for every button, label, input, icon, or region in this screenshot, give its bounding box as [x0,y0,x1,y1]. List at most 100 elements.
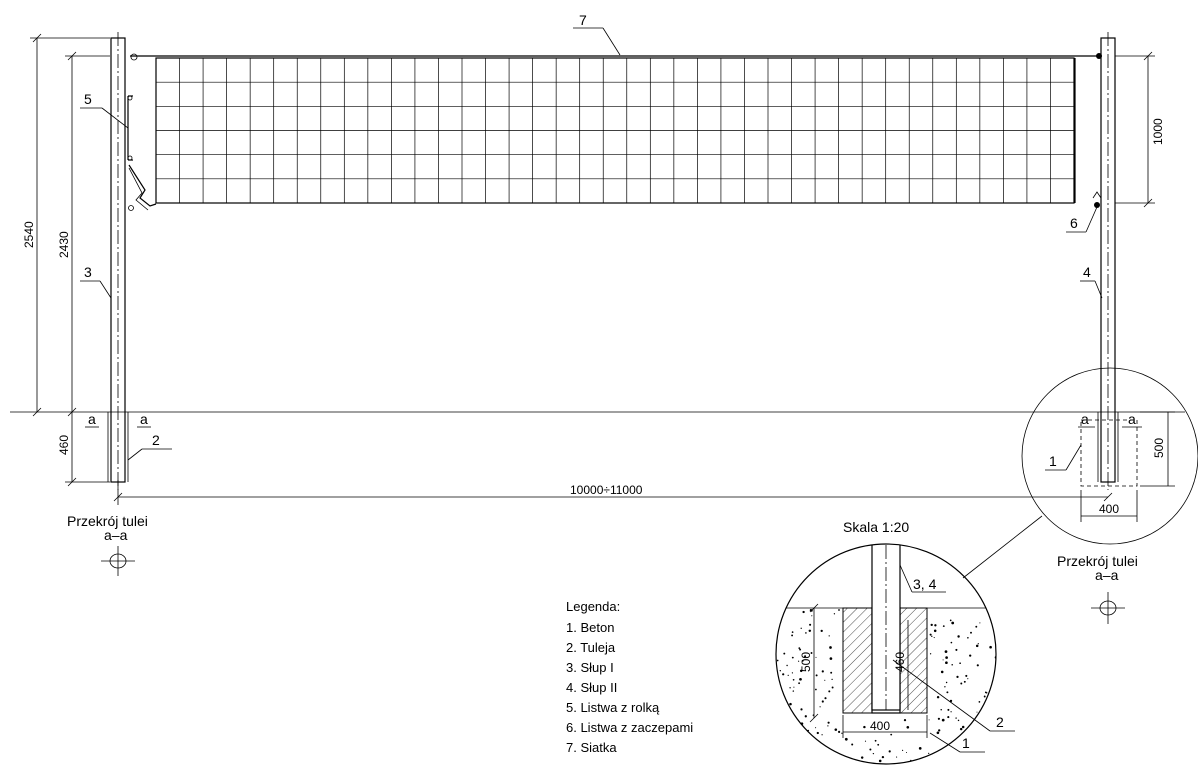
concrete-dot [996,672,998,674]
concrete-dot [800,708,803,711]
callout-6: 6 [1066,206,1098,233]
callout-5: 5 [80,91,129,129]
concrete-dot [831,678,833,681]
foundation-detail: 500 460 400 3, 4 2 1 [771,543,1015,765]
concrete-dot [963,680,966,683]
concrete-dot [988,726,992,729]
concrete-dot [978,701,981,703]
concrete-dot [928,719,930,721]
concrete-dot [950,641,953,644]
concrete-dot [989,645,992,649]
concrete-dot [821,734,823,736]
concrete-dot [808,629,812,633]
concrete-dot [959,727,963,731]
concrete-dot [945,681,948,684]
callout-2: 2 [127,432,172,461]
label-4: 4 [1083,264,1091,280]
concrete-dot [835,754,839,757]
concrete-dot [789,702,792,706]
concrete-dot [1004,679,1005,680]
legend-item: 2. Tuleja [566,640,616,655]
section-mark-left-label: a–a [104,527,128,543]
concrete-dot [798,682,800,685]
dim-span-label: 10000÷11000 [570,483,643,497]
concrete-dot [944,686,946,688]
label-detail-3-4: 3, 4 [913,576,937,592]
concrete-dot [1005,680,1008,683]
dim-net-height: 1000 [1115,51,1165,208]
concrete-dot [778,692,780,695]
concrete-dot [949,619,952,622]
concrete-dot [776,758,779,761]
concrete-dot [878,759,882,763]
concrete-dot [799,669,803,673]
dim-1000: 1000 [1151,118,1165,145]
concrete-dot [771,685,773,687]
concrete-dot [799,749,802,752]
concrete-dot [902,749,904,751]
concrete-dot [929,653,932,655]
dim-400-detail: 400 [870,719,890,733]
concrete-dot [967,678,969,680]
concrete-dot [903,718,907,722]
concrete-dot [1001,637,1002,638]
concrete-dot [1002,763,1003,764]
concrete-dot [918,747,922,750]
label-detail-2: 2 [996,714,1004,730]
legend-item: 4. Słup II [566,680,617,695]
concrete-dot [976,711,978,713]
section-mark-right-label: a–a [1095,567,1119,583]
concrete-dot [945,661,948,665]
concrete-dot [841,732,843,734]
dim-400-right: 400 [1099,502,1119,516]
concrete-dot [798,647,801,649]
section-left: Przekrój tulei a–a [67,513,148,576]
dim-net-top-height: 2430 [57,51,110,417]
callout-4: 4 [1080,264,1103,299]
concrete-dot [923,758,926,760]
concrete-dot [841,756,844,760]
concrete-dot [961,725,965,729]
concrete-dot [1001,696,1003,698]
concrete-dot [772,624,774,626]
concrete-dot [1005,712,1006,713]
right-post [1097,32,1119,490]
concrete-dot [970,631,972,634]
concrete-dot [976,664,979,667]
concrete-dot [851,743,854,746]
concrete-dot [820,629,823,633]
concrete-dot [808,752,811,755]
legend-title: Legenda: [566,599,620,614]
concrete-dot [955,648,958,651]
legend-item: 6. Listwa z zaczepami [566,720,693,735]
concrete-dot [786,664,788,667]
concrete-dot [799,648,802,651]
concrete-dot [955,717,957,719]
concrete-dot [984,716,988,720]
concrete-dot [942,625,945,628]
concrete-dot [946,691,949,694]
concrete-dot [773,665,775,667]
concrete-dot [789,687,791,689]
concrete-dot [1000,749,1001,750]
label-6: 6 [1070,215,1078,231]
concrete-dot [949,699,953,703]
concrete-dot [947,708,950,711]
concrete-dot [931,635,933,637]
concrete-dot [950,711,952,713]
concrete-dot [981,713,984,716]
concrete-dot [838,609,840,611]
concrete-dot [959,662,961,665]
concrete-dot [804,655,807,658]
concrete-dot [786,707,788,710]
concrete-dot [821,700,824,703]
concrete-dot [938,758,941,762]
dim-500-detail: 500 [799,652,813,672]
concrete-dot [1006,741,1008,743]
concrete-dot [827,725,829,727]
callout-3: 3 [80,264,112,299]
concrete-dot [967,636,969,639]
concrete-dot [877,743,880,746]
dim-span: 10000÷11000 [113,480,1113,505]
concrete-dot [809,623,812,626]
